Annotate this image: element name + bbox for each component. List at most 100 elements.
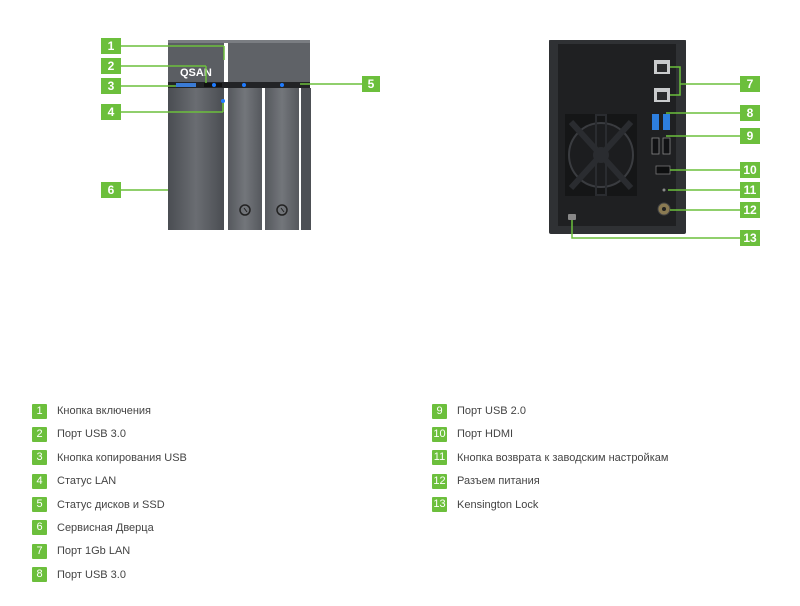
callout-badge-4 <box>101 104 121 120</box>
callout-badge-2 <box>101 58 121 74</box>
fan-icon <box>565 114 637 196</box>
callout-number-12: 12 <box>743 203 757 217</box>
legend-item-11: 11 Кнопка возврата к заводским настройка… <box>432 449 668 467</box>
lan-port-1-inner <box>657 64 667 72</box>
device-diagram: QSAN <box>101 38 760 246</box>
legend-left-column: 1 Кнопка включения 2 Порт USB 3.0 3 Кноп… <box>32 402 187 589</box>
usb3-port-1[interactable] <box>652 114 659 130</box>
callout-badge-8 <box>740 105 760 121</box>
legend-item-5: 5 Статус дисков и SSD <box>32 496 187 514</box>
legend-badge-5: 5 <box>32 497 47 513</box>
legend-item-1: 1 Кнопка включения <box>32 402 187 420</box>
usb-copy-button[interactable] <box>176 83 196 87</box>
kensington-lock-slot[interactable] <box>568 214 576 220</box>
lan-port-2-inner <box>657 92 667 100</box>
reset-button[interactable] <box>662 188 666 192</box>
legend-badge-4: 4 <box>32 473 47 489</box>
legend-item-4: 4 Статус LAN <box>32 472 187 490</box>
drive-bay-2[interactable] <box>265 88 299 230</box>
legend-item-12: 12 Разъем питания <box>432 472 668 490</box>
power-jack-pin <box>662 207 666 211</box>
legend-label-6: Сервисная Дверца <box>57 521 154 534</box>
hdmi-port[interactable] <box>655 165 671 175</box>
legend-right-column: 9 Порт USB 2.0 10 Порт HDMI 11 Кнопка во… <box>432 402 668 519</box>
status-led-2 <box>242 83 246 87</box>
legend-item-9: 9 Порт USB 2.0 <box>432 402 668 420</box>
front-led-strip <box>168 82 310 88</box>
callout-number-5: 5 <box>368 77 375 91</box>
callout-badge-9 <box>740 128 760 144</box>
callout-badge-5 <box>362 76 380 92</box>
legend-badge-3: 3 <box>32 450 47 466</box>
drive-bay-1[interactable] <box>228 88 262 230</box>
legend-label-9: Порт USB 2.0 <box>457 405 526 417</box>
drive-bay-2-lock-icon[interactable] <box>276 204 288 216</box>
legend-item-10: 10 Порт HDMI <box>432 425 668 443</box>
callout-badge-6 <box>101 182 121 198</box>
status-led-1 <box>212 83 216 87</box>
callout-number-13: 13 <box>743 231 757 245</box>
callout-number-1: 1 <box>108 39 115 53</box>
legend-badge-12: 12 <box>432 473 447 489</box>
usb2-port-1[interactable] <box>651 137 660 155</box>
legend-label-5: Статус дисков и SSD <box>57 498 165 511</box>
rear-callouts: 7 8 9 10 11 12 13 <box>740 76 760 246</box>
usb3-port-2[interactable] <box>663 114 670 130</box>
legend-item-3: 3 Кнопка копирования USB <box>32 449 187 467</box>
callout-number-9: 9 <box>747 129 754 143</box>
callout-badge-7 <box>740 76 760 92</box>
legend-badge-2: 2 <box>32 426 47 442</box>
drive-bay-1-lock-icon[interactable] <box>239 204 251 216</box>
front-view-device: QSAN <box>168 40 311 230</box>
legend-badge-9: 9 <box>432 403 447 419</box>
drive-bay-3-edge <box>301 88 311 230</box>
front-leader-lines <box>121 45 362 191</box>
callout-badge-13 <box>740 230 760 246</box>
lock-slot-1 <box>243 207 248 213</box>
service-door[interactable] <box>168 88 224 230</box>
callout-number-4: 4 <box>108 105 115 119</box>
legend-badge-7: 7 <box>32 543 47 559</box>
legend-label-1: Кнопка включения <box>57 405 152 417</box>
callout-number-11: 11 <box>744 183 757 197</box>
legend-badge-11: 11 <box>432 450 447 466</box>
callout-number-7: 7 <box>747 77 754 91</box>
brand-logo: QSAN <box>180 67 212 79</box>
rear-leader-lines <box>571 66 740 239</box>
front-top-highlight <box>168 40 310 43</box>
callout-number-2: 2 <box>108 59 115 73</box>
callout-badge-3 <box>101 78 121 94</box>
legend-badge-6: 6 <box>32 520 47 536</box>
legend-label-8: Порт USB 3.0 <box>57 568 126 581</box>
legend-badge-10: 10 <box>432 426 447 442</box>
legend-label-3: Кнопка копирования USB <box>57 451 187 464</box>
legend-label-10: Порт HDMI <box>457 428 514 441</box>
callout-number-6: 6 <box>108 183 115 197</box>
legend-item-13: 13 Kensington Lock <box>432 496 668 514</box>
rear-view-device <box>549 40 686 234</box>
callout-number-3: 3 <box>108 79 115 93</box>
legend-badge-1: 1 <box>32 403 47 419</box>
lan-status-led <box>221 99 225 103</box>
legend-item-2: 2 Порт USB 3.0 <box>32 425 187 443</box>
front-top-left-block <box>168 40 224 82</box>
callout-number-10: 10 <box>743 163 757 177</box>
front-top-right-block <box>228 40 310 82</box>
callout-badge-11 <box>740 182 760 198</box>
legend-label-7: Порт 1Gb LAN <box>57 545 131 558</box>
legend-label-11: Кнопка возврата к заводским настройкам <box>457 451 669 464</box>
legend-label-2: Порт USB 3.0 <box>57 428 126 441</box>
legend-label-13: Kensington Lock <box>457 498 539 511</box>
front-callouts: 1 2 3 4 6 5 <box>101 38 380 198</box>
legend-label-12: Разъем питания <box>457 475 540 488</box>
legend-item-7: 7 Порт 1Gb LAN <box>32 542 187 560</box>
legend-label-4: Статус LAN <box>57 475 117 488</box>
callout-badge-12 <box>740 202 760 218</box>
legend-item-8: 8 Порт USB 3.0 <box>32 566 187 584</box>
callout-number-8: 8 <box>747 106 754 120</box>
legend-badge-8: 8 <box>32 567 47 583</box>
legend-item-6: 6 Сервисная Дверца <box>32 519 187 537</box>
lock-slot-2 <box>280 207 285 213</box>
callout-badge-1 <box>101 38 121 54</box>
usb2-port-2[interactable] <box>662 137 671 155</box>
